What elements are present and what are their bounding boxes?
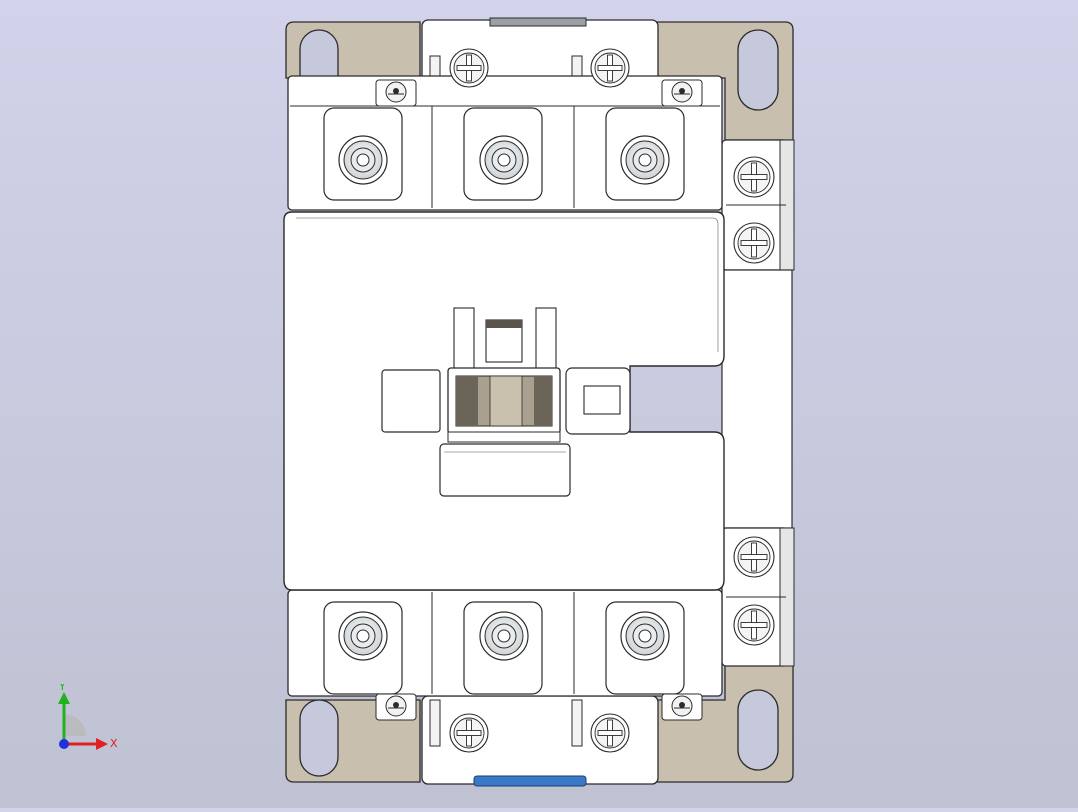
actuator-assembly bbox=[381, 307, 631, 497]
small-screw-icon bbox=[661, 79, 703, 107]
cross-screw-icon bbox=[733, 156, 775, 198]
cross-screw-icon bbox=[733, 604, 775, 646]
triad-plane-icon bbox=[64, 714, 86, 736]
cross-screw-icon bbox=[590, 48, 630, 88]
small-screw-icon bbox=[375, 693, 417, 721]
name-plate bbox=[439, 443, 571, 497]
terminal-screw-icon bbox=[479, 611, 529, 661]
y-axis-label: Y bbox=[58, 684, 66, 693]
aux-window-left bbox=[381, 369, 441, 433]
mounting-slot-icon bbox=[737, 29, 779, 111]
screw-group bbox=[338, 48, 775, 753]
axis-triad: X Y bbox=[58, 684, 118, 750]
cross-screw-icon bbox=[733, 222, 775, 264]
x-axis-label: X bbox=[110, 737, 118, 750]
terminal-screw-icon bbox=[479, 135, 529, 185]
cross-screw-icon bbox=[590, 713, 630, 753]
cross-screw-icon bbox=[449, 48, 489, 88]
terminal-screw-icon bbox=[620, 611, 670, 661]
terminal-screw-icon bbox=[338, 611, 388, 661]
cross-screw-icon bbox=[449, 713, 489, 753]
cross-screw-icon bbox=[733, 536, 775, 578]
auxiliary-block-right bbox=[721, 139, 795, 667]
small-screw-icon bbox=[375, 79, 417, 107]
small-screw-icon bbox=[661, 693, 703, 721]
mounting-slot-icon bbox=[299, 699, 339, 777]
terminal-screw-icon bbox=[338, 135, 388, 185]
terminal-screw-icon bbox=[620, 135, 670, 185]
mounting-slot-icon bbox=[737, 689, 779, 771]
